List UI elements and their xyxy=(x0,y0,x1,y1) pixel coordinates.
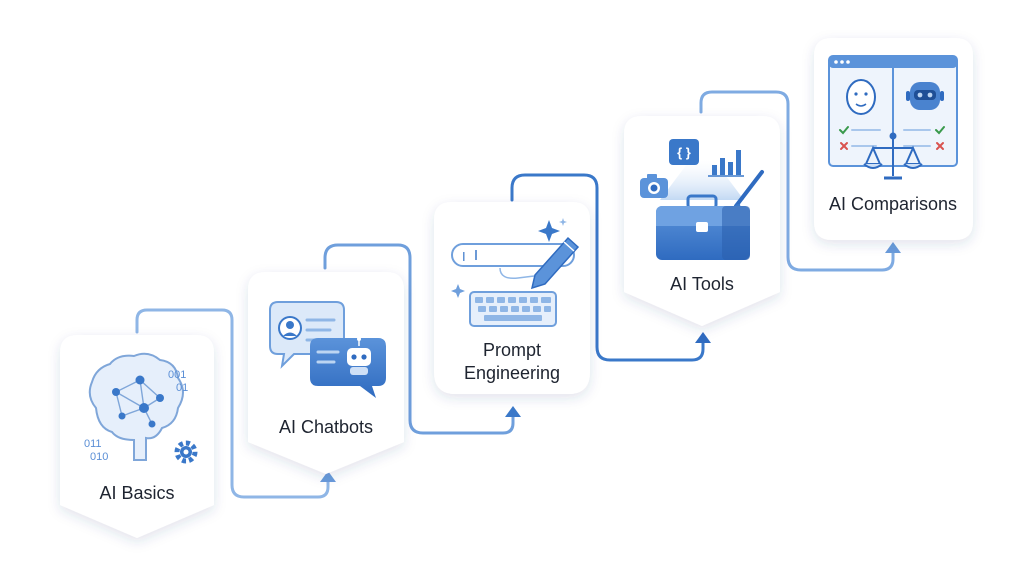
chat-bubbles-icon xyxy=(269,301,386,398)
bar-chart-icon xyxy=(708,150,744,177)
step-label-ai-tools: AI Tools xyxy=(670,274,734,294)
robot-head-icon xyxy=(906,82,944,110)
binary-digits-bottom-1: 011 xyxy=(84,438,102,450)
connector-3-4-arrow xyxy=(695,332,711,343)
step-card-ai-tools: { } xyxy=(624,116,780,326)
binary-digits-top-1: 001 xyxy=(168,369,186,381)
prompt-input-box xyxy=(451,243,575,267)
connector-1-2 xyxy=(135,308,330,499)
camera-icon xyxy=(640,174,668,198)
connector-4-5-arrow xyxy=(885,242,901,253)
balance-scale-icon xyxy=(863,132,923,180)
step-card-prompt-engineering: I Prompt Engineering xyxy=(434,202,590,394)
human-face-icon xyxy=(846,79,876,115)
step-label-ai-comparisons: AI Comparisons xyxy=(829,194,957,214)
keyboard-icon xyxy=(469,291,557,327)
step-label-prompt-line2: Engineering xyxy=(464,363,560,383)
connector-1-2-arrow xyxy=(320,471,336,482)
step-label-ai-chatbots: AI Chatbots xyxy=(279,417,373,437)
step-label-prompt-line1: Prompt xyxy=(483,340,541,360)
pencil-icon xyxy=(530,236,580,290)
step-card-ai-comparisons: AI Comparisons xyxy=(814,38,973,240)
sparkle-icon xyxy=(451,218,567,298)
step-label-ai-basics: AI Basics xyxy=(99,483,174,503)
connector-2-3-arrow xyxy=(505,406,521,417)
check-icon xyxy=(839,126,945,135)
step-card-ai-chatbots: AI Chatbots xyxy=(248,272,404,474)
text-cursor-icon: I xyxy=(462,249,466,264)
robot-icon xyxy=(347,337,371,375)
gear-icon xyxy=(174,440,198,464)
prompt-keyboard-icon: I xyxy=(451,218,580,327)
connector-4-5 xyxy=(699,90,895,272)
toolbox-icon: { } xyxy=(640,139,764,260)
cross-icon xyxy=(840,142,944,150)
connector-2-3 xyxy=(323,243,515,435)
svg-text:{ }: { } xyxy=(677,145,691,160)
binary-digits-bottom-2: 010 xyxy=(90,451,108,463)
compare-window-icon xyxy=(828,55,958,180)
binary-digits-top-2: 01 xyxy=(176,382,188,394)
step-card-ai-basics: 001 01 011 010 AI Basics xyxy=(60,335,214,538)
code-brackets-icon: { } xyxy=(669,139,699,165)
connector-3-4 xyxy=(510,173,705,362)
brain-network-icon xyxy=(88,352,184,461)
